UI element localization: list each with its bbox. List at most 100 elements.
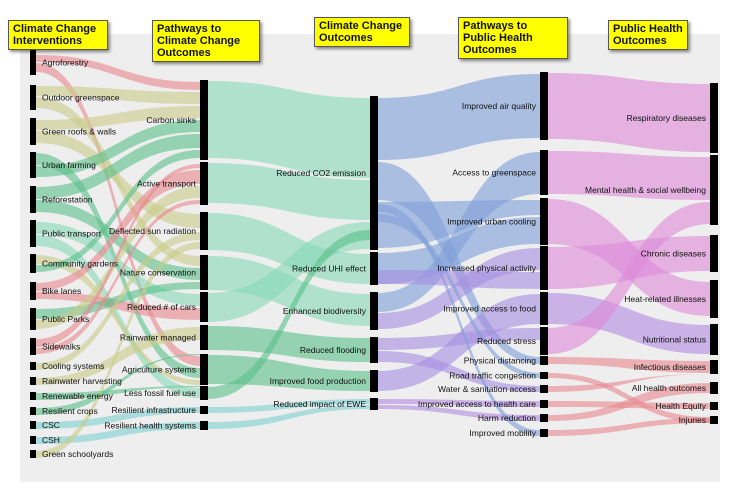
node-label-reduced-co2-emission: Reduced CO2 emission: [276, 168, 366, 178]
node-label-reduced-stress: Reduced stress: [477, 336, 536, 346]
node-label-agroforestry: Agroforestry: [42, 58, 89, 68]
sankey-link-58: [548, 373, 710, 423]
node-label-reduced-uhi-effect: Reduced UHI effect: [292, 264, 367, 274]
node-reduced-stress: [540, 327, 548, 355]
node-label-heat-related-illnesses: Heat-related illnesses: [624, 294, 706, 304]
node-label-road-traffic-congestion: Road traffic congestion: [449, 371, 536, 381]
node-resilient-infrastructure: [200, 406, 208, 414]
sankey-link-56: [548, 202, 710, 354]
node-agriculture-systems: [200, 354, 208, 385]
node-label-outdoor-greenspace: Outdoor greenspace: [42, 93, 120, 103]
node-label-water-sanitation-access: Water & sanitation access: [438, 384, 536, 394]
node-label-cooling-systems: Cooling systems: [42, 361, 104, 371]
sankey-link-22: [36, 386, 200, 400]
node-bike-lanes: [30, 282, 36, 300]
header-pathways-climate: Pathways to Climate Change Outcomes: [152, 20, 260, 62]
node-label-agriculture-systems: Agriculture systems: [122, 365, 196, 375]
node-deflected-sun-radiation: [200, 212, 208, 250]
node-reduced-of-cars: [200, 292, 208, 322]
node-label-enhanced-biodiversity: Enhanced biodiversity: [283, 306, 367, 316]
sankey-link-7: [36, 120, 200, 177]
node-label-deflected-sun-radiation: Deflected sun radiation: [109, 226, 196, 236]
sankey-link-13: [36, 150, 200, 272]
sankey-link-26: [36, 242, 200, 458]
node-agroforestry: [30, 50, 36, 75]
sankey-link-37: [378, 74, 540, 160]
sankey-link-59: [548, 374, 710, 392]
sankey-link-23: [36, 354, 200, 415]
sankey-link-19: [36, 200, 200, 354]
node-label-green-schoolyards: Green schoolyards: [42, 449, 113, 459]
sankey-link-28: [208, 163, 370, 220]
node-label-chronic-diseases: Chronic diseases: [641, 249, 706, 259]
node-sidewalks: [30, 338, 36, 355]
node-improved-access-to-food: [540, 292, 548, 325]
node-csc: [30, 421, 36, 429]
node-label-resilient-health-systems: Resilient health systems: [104, 421, 196, 431]
node-label-csc: CSC: [42, 420, 60, 430]
node-less-fossil-fuel-use: [200, 386, 208, 400]
node-heat-related-illnesses: [710, 280, 718, 318]
sankey-link-50: [378, 214, 540, 378]
node-label-improved-food-production: Improved food production: [270, 376, 367, 386]
node-label-carbon-sinks: Carbon sinks: [146, 115, 196, 125]
sankey-link-18: [36, 164, 200, 347]
sankey-link-54: [548, 236, 710, 289]
node-label-reduced-impact-of-ewe: Reduced impact of EWE: [273, 399, 366, 409]
node-rainwater-harvesting: [30, 377, 36, 385]
node-label-mental-health-social-wellbeing: Mental health & social wellbeing: [585, 185, 706, 195]
header-health-outcomes: Public Health Outcomes: [608, 20, 688, 50]
sankey-link-4: [36, 106, 200, 130]
node-improved-urban-cooling: [540, 198, 548, 245]
node-nutritional-status: [710, 324, 718, 355]
node-public-transport: [30, 220, 36, 247]
sankey-link-29: [208, 213, 370, 284]
sankey-link-9: [36, 200, 200, 280]
node-reforestation: [30, 186, 36, 213]
node-nature-conservation: [200, 255, 208, 290]
node-label-rainwater-harvesting: Rainwater harvesting: [42, 376, 122, 386]
node-urban-farming: [30, 152, 36, 178]
node-all-health-outcomes: [710, 382, 718, 394]
node-label-public-parks: Public Parks: [42, 314, 89, 324]
node-label-resilient-crops: Resilient crops: [42, 406, 98, 416]
node-label-improved-mobility: Improved mobility: [469, 428, 536, 438]
node-green-roofs-walls: [30, 118, 36, 145]
node-injuries: [710, 416, 718, 424]
node-reduced-flooding: [370, 337, 378, 363]
sankey-link-55: [548, 293, 710, 354]
sankey-link-25: [36, 422, 200, 444]
node-carbon-sinks: [200, 80, 208, 160]
sankey-link-51: [548, 73, 710, 152]
node-label-health-equity: Health Equity: [655, 401, 706, 411]
node-label-renewable-energy: Renewable energy: [42, 391, 114, 401]
node-improved-mobility: [540, 429, 548, 437]
node-label-urban-farming: Urban farming: [42, 160, 96, 170]
sankey-link-44: [378, 351, 540, 392]
sankey-link-21: [36, 327, 200, 385]
node-access-to-greenspace: [540, 150, 548, 195]
node-label-less-fossil-fuel-use: Less fossil fuel use: [124, 388, 196, 398]
node-community-gardens: [30, 254, 36, 273]
header-climate-outcomes: Climate Change Outcomes: [314, 17, 410, 47]
node-label-injuries: Injuries: [679, 415, 706, 425]
sankey-link-52: [548, 151, 710, 200]
header-pathways-health: Pathways to Public Health Outcomes: [458, 17, 568, 59]
node-respiratory-diseases: [710, 83, 718, 153]
node-reduced-impact-of-ewe: [370, 398, 378, 410]
sankey-link-36: [208, 405, 370, 429]
node-cooling-systems: [30, 362, 36, 370]
node-water-sanitation-access: [540, 385, 548, 393]
node-label-respiratory-diseases: Respiratory diseases: [627, 113, 706, 123]
node-label-community-gardens: Community gardens: [42, 259, 118, 269]
node-label-harm-reduction: Harm reduction: [478, 413, 536, 423]
node-enhanced-biodiversity: [370, 292, 378, 330]
sankey-link-42: [378, 248, 540, 329]
node-label-csh: CSH: [42, 435, 60, 445]
sankey-link-47: [378, 405, 540, 421]
node-reduced-uhi-effect: [370, 252, 378, 285]
node-label-reduced-flooding: Reduced flooding: [300, 345, 366, 355]
node-label-improved-air-quality: Improved air quality: [462, 101, 537, 111]
sankey-link-30: [208, 256, 370, 326]
